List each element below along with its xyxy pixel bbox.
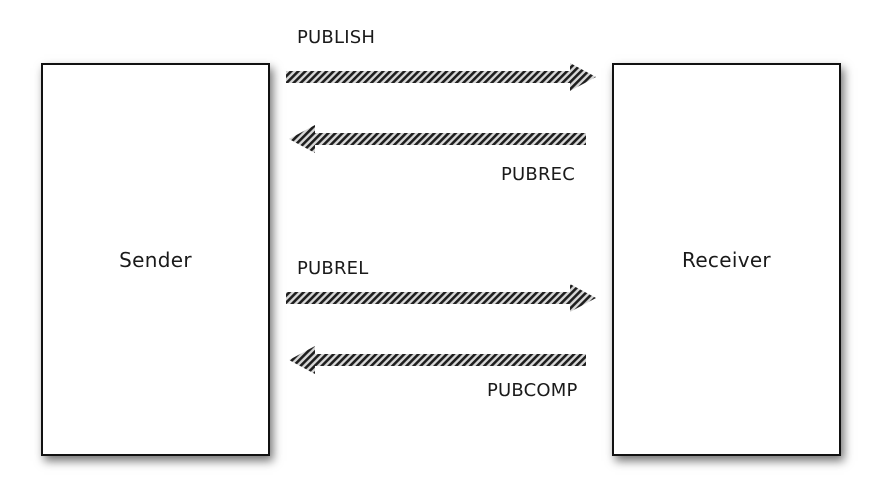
sender-box: Sender [41, 63, 270, 456]
receiver-box: Receiver [612, 63, 841, 456]
pubcomp-label: PUBCOMP [487, 380, 578, 401]
receiver-label: Receiver [682, 247, 771, 272]
publish-label: PUBLISH [297, 27, 376, 48]
publish-arrow [286, 63, 596, 91]
pubcomp-arrow [289, 346, 586, 374]
pubrel-arrow [286, 284, 596, 312]
pubrec-arrow [289, 125, 586, 153]
pubrel-label: PUBREL [297, 258, 369, 279]
sender-label: Sender [119, 247, 192, 272]
pubrec-label: PUBREC [501, 164, 576, 185]
